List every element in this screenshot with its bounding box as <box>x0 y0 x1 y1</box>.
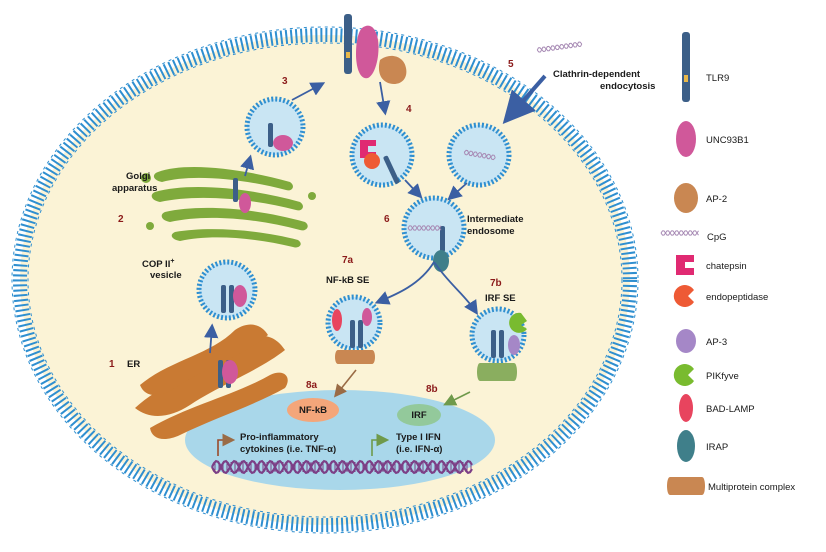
legend-label: IRAP <box>706 442 728 453</box>
step-7b: 7b <box>490 278 502 289</box>
copii-label: COP II+ vesicle <box>142 255 182 281</box>
ap3-icon <box>676 329 696 353</box>
step-2: 2 <box>118 214 124 225</box>
type1ifn-label: Type I IFN (i.e. IFN-α) <box>396 432 443 455</box>
badlamp-protein <box>332 309 342 331</box>
clathrin-label-line2: endocytosis <box>600 81 655 92</box>
legend-item-endopeptidase: endopeptidase <box>673 285 768 308</box>
tlr9-receptors <box>218 14 504 388</box>
golgi-label-line1: Golgi <box>126 171 150 182</box>
legend-label: Multiprotein complex <box>708 482 795 493</box>
legend-item-multiprotein-complex: Multiprotein complex <box>667 477 795 495</box>
copii-label-line2: vesicle <box>150 270 182 281</box>
legend-label: TLR9 <box>706 73 729 84</box>
intermediate-label-line1: Intermediate <box>467 214 524 225</box>
er-label: ER <box>127 359 140 370</box>
step-8b: 8b <box>426 384 438 395</box>
legend-label: AP-3 <box>706 337 727 348</box>
legend-item-pikfyve: PIKfyve <box>673 364 739 386</box>
step-7a: 7a <box>342 255 354 266</box>
intermediate-endosome <box>401 195 467 261</box>
intermediate-endosome-label: Intermediate endosome <box>467 214 526 237</box>
cathepsin-icon <box>676 255 694 275</box>
nfkb-activation-arrow <box>334 369 357 398</box>
nfkb-oval: NF-kB <box>287 398 339 422</box>
legend-item-chatepsin: chatepsin <box>676 255 747 275</box>
flow-arrows <box>203 74 547 354</box>
step-8a: 8a <box>306 380 318 391</box>
dna-strand <box>211 459 473 475</box>
pikfyve-protein <box>509 312 527 333</box>
step-3: 3 <box>282 76 288 87</box>
step-numbers: 1 2 3 4 5 6 7a 7b 8a 8b <box>109 59 514 395</box>
golgi-label: Golgi apparatus <box>112 171 157 194</box>
legend-label: UNC93B1 <box>706 135 749 146</box>
vesicle-copii <box>196 259 258 321</box>
endopeptidase-protein <box>364 153 380 169</box>
promoter-arrow-proinflammatory <box>217 433 236 456</box>
step-6: 6 <box>384 214 390 225</box>
irap-protein <box>433 250 449 272</box>
nfkb-se-label: NF-kB SE <box>326 275 369 286</box>
step-1: 1 <box>109 359 115 370</box>
legend-label: CpG <box>707 232 727 243</box>
unc93b1-proteins <box>222 25 379 384</box>
proinflammatory-line2: cytokines (i.e. TNF-α) <box>240 444 336 455</box>
proinflammatory-line1: Pro-inflammatory <box>240 432 319 443</box>
pikfyve-icon <box>673 364 694 386</box>
ap2-protein <box>378 55 407 84</box>
proinflammatory-label: Pro-inflammatory cytokines (i.e. TNF-α) <box>240 432 336 455</box>
clathrin-label-line1: Clathrin-dependent <box>553 69 641 80</box>
legend-label: BAD-LAMP <box>706 404 755 415</box>
intermediate-label-line2: endosome <box>467 226 515 237</box>
endoplasmic-reticulum <box>135 324 288 440</box>
vesicle-clathrin <box>446 122 512 188</box>
cpg-icon <box>660 230 699 236</box>
type1ifn-line1: Type I IFN <box>396 432 441 443</box>
badlamp-icon <box>679 394 693 422</box>
legend-item-irap: IRAP <box>677 430 728 462</box>
irf-oval: IRF <box>397 404 441 426</box>
golgi-apparatus <box>141 167 316 248</box>
irap-icon <box>677 430 695 462</box>
legend-item-ap-2: AP-2 <box>674 183 727 213</box>
copii-label-sup: + <box>170 258 174 265</box>
legend-label: endopeptidase <box>706 292 768 303</box>
copii-label-text: COP II <box>142 259 170 270</box>
clathrin-label: Clathrin-dependent endocytosis <box>553 69 655 92</box>
legend-label: PIKfyve <box>706 371 739 382</box>
legend-label: chatepsin <box>706 261 747 272</box>
nfkb-label: NF-kB <box>299 405 327 416</box>
tlr9-icon <box>682 32 690 102</box>
endopeptidase-icon <box>673 285 694 308</box>
legend-label: AP-2 <box>706 194 727 205</box>
step-5: 5 <box>508 59 514 70</box>
promoter-arrow-type1ifn <box>371 433 390 456</box>
legend-item-bad-lamp: BAD-LAMP <box>679 394 755 422</box>
unc93b1-icon <box>676 121 696 157</box>
legend-item-tlr9: TLR9 <box>682 32 729 102</box>
multiprotein-complex-irf <box>477 363 517 381</box>
unc93b1-nfkb-se <box>362 308 372 326</box>
cpg-dna <box>407 41 583 231</box>
multiprotein-complex-icon <box>667 477 705 495</box>
type1ifn-line2: (i.e. IFN-α) <box>396 444 442 455</box>
irf-activation-arrow <box>443 391 471 406</box>
multiprotein-complex-nfkb <box>335 350 375 364</box>
irf-se-label: IRF SE <box>485 293 516 304</box>
legend-item-ap-3: AP-3 <box>676 329 727 353</box>
ap3-protein <box>508 335 520 355</box>
golgi-label-line2: apparatus <box>112 183 157 194</box>
irf-label: IRF <box>411 410 427 421</box>
legend-item-unc93b1: UNC93B1 <box>676 121 749 157</box>
step-4: 4 <box>406 104 412 115</box>
legend-item-cpg: CpG <box>660 230 727 243</box>
ap2-icon <box>674 183 698 213</box>
